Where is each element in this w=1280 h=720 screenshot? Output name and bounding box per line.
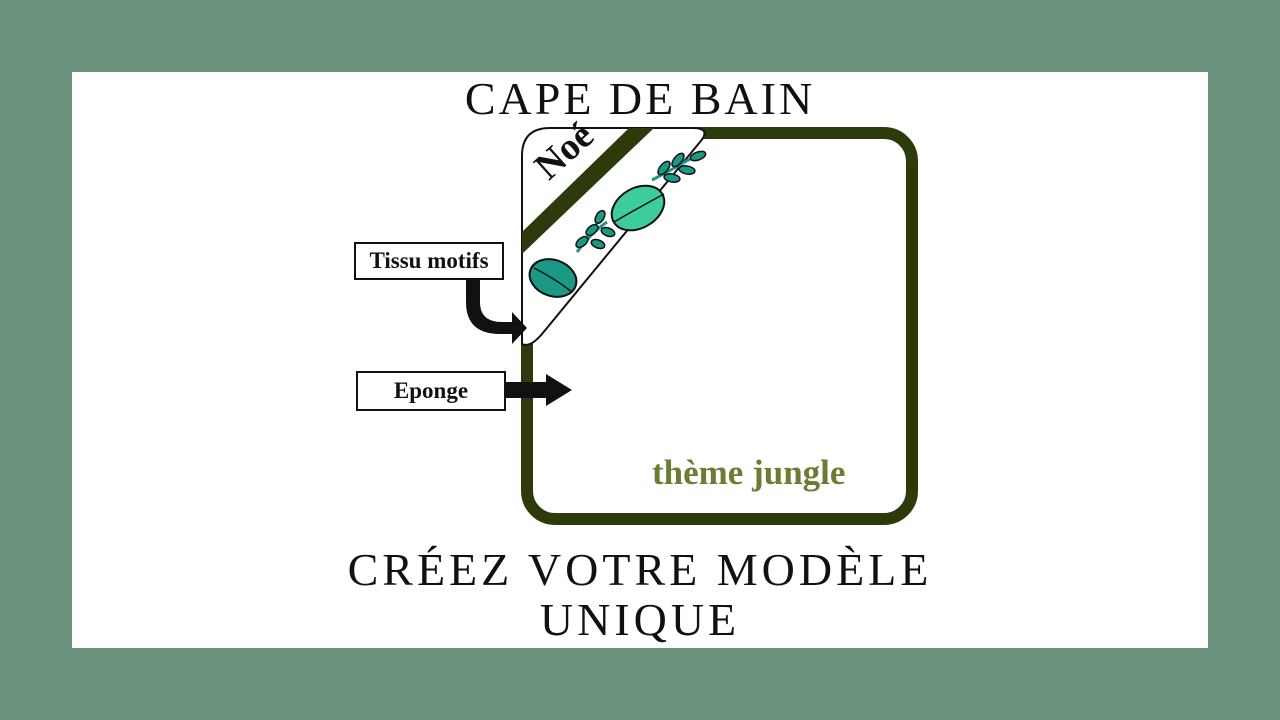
- curved-arrow-icon: [466, 280, 527, 344]
- content-card: CAPE DE BAIN: [72, 72, 1208, 648]
- theme-label: thème jungle: [652, 453, 846, 492]
- sponge-label: Eponge: [356, 371, 506, 411]
- cta-line-1: CRÉEZ VOTRE MODÈLE: [347, 544, 933, 595]
- leaf-icon: [575, 209, 616, 253]
- cta-line-2: UNIQUE: [539, 594, 741, 645]
- call-to-action: CRÉEZ VOTRE MODÈLE UNIQUE: [72, 545, 1208, 645]
- leaf-icon: [651, 150, 707, 183]
- page-title: CAPE DE BAIN: [464, 73, 816, 124]
- right-arrow-icon: [506, 374, 572, 406]
- leaf-icon: [528, 258, 578, 298]
- leaf-icon: [610, 184, 666, 232]
- cape-diagram: [466, 127, 918, 525]
- hood-band: [522, 128, 654, 254]
- fabric-label: Tissu motifs: [354, 242, 504, 280]
